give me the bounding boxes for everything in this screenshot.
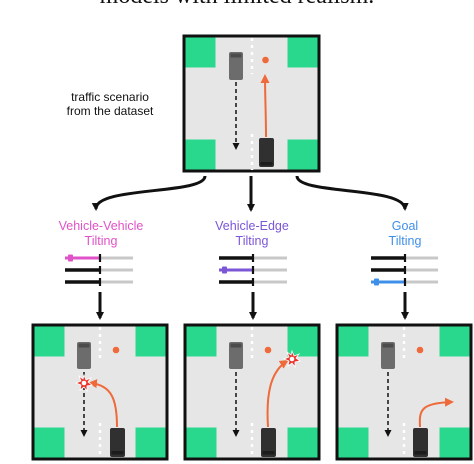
label-line1: Vehicle-Vehicle [58,219,144,233]
other-car [229,342,243,369]
other-car [77,342,91,369]
goal-dot [262,56,269,64]
label-line2: Tilting [84,234,118,248]
result-scene-vehicle-vehicle [31,323,169,461]
label-line2: Tilting [235,234,269,248]
result-scene-goal [335,323,473,461]
source-scene [182,34,321,173]
source-scene-note-line1: traffic scenario [71,90,149,104]
label-vehicle-vehicle-tilting: Vehicle-Vehicle Tilting [41,219,161,249]
ego-trajectory [260,74,270,138]
grass-corner [287,37,318,68]
label-line2: Tilting [388,234,422,248]
grass-corner [185,139,216,170]
label-line1: Goal [391,219,419,233]
ego-trajectory [88,379,118,428]
ego-trajectory [418,397,454,428]
other-car [229,52,243,80]
goal-dot [112,346,120,354]
ego-car [261,428,276,457]
label-line1: Vehicle-Edge [215,219,289,233]
grass-corner [185,37,216,68]
ego-car [259,138,274,167]
ego-car [413,428,428,457]
source-scene-note: traffic scenario from the dataset [40,90,180,118]
slider-group-vehicle-vehicle [65,254,133,286]
split-arrows [91,175,409,212]
other-car [381,342,395,369]
slider-group-vehicle-edge [219,254,287,286]
ego-trajectory [266,359,289,428]
down-arrows [96,292,409,320]
caption-fragment: models with limited realism. [0,0,474,10]
label-vehicle-edge-tilting: Vehicle-Edge Tilting [192,219,312,249]
label-goal-tilting: Goal Tilting [345,219,465,249]
result-scene-vehicle-edge [183,323,321,461]
grass-corner [287,139,318,170]
ego-car [110,428,125,457]
goal-dot [264,346,272,354]
slider-group-goal [371,254,438,286]
goal-dot [416,346,424,354]
source-scene-note-line2: from the dataset [66,104,154,118]
